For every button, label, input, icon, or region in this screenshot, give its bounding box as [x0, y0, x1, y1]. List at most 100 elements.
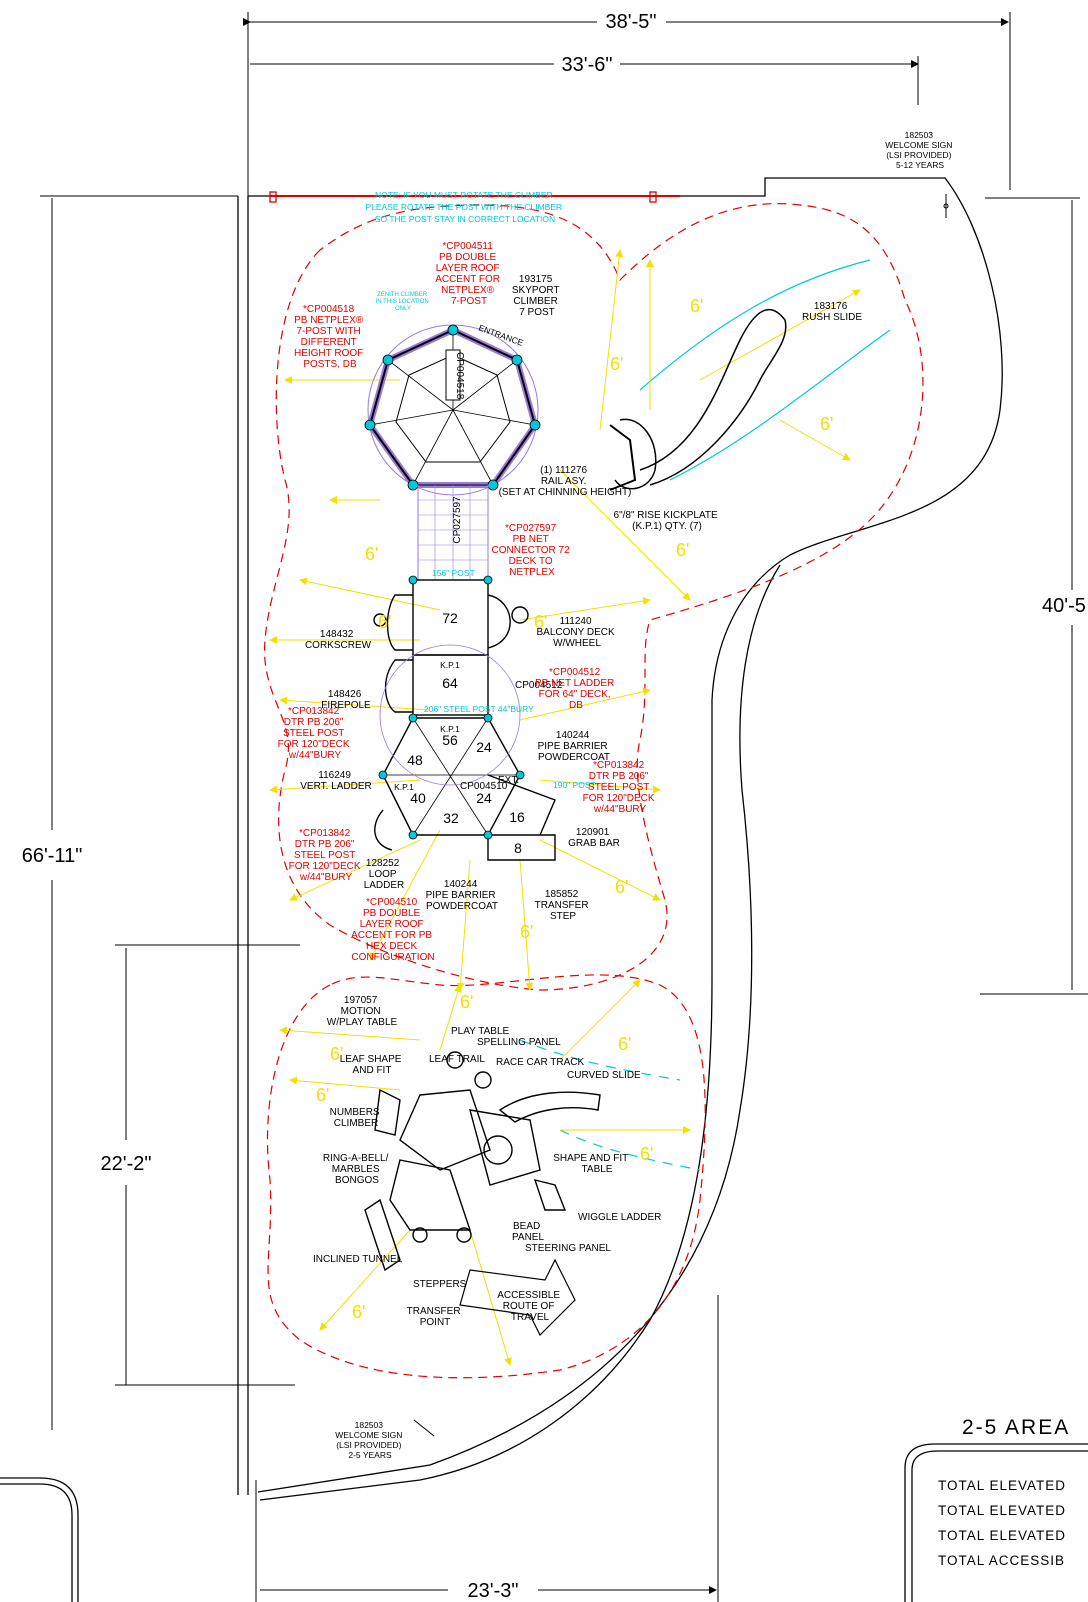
- dim-top-inner: 33'-6": [562, 54, 613, 76]
- label-numbers-climber: NUMBERS CLIMBER: [330, 1107, 383, 1129]
- dimension-labels: 38'-5" 33'-6" 66'-11" 22'-2" 23'-3" 40'-…: [22, 11, 1086, 1602]
- kickplate-tag: K.P.1: [440, 660, 460, 670]
- post-190: 190" POST: [553, 780, 596, 790]
- area-title: 2-5 AREA: [962, 1416, 1070, 1439]
- welcome-sign-upper-label: 182503 WELCOME SIGN (LSI PROVIDED) 5-12 …: [885, 130, 954, 170]
- label-steering-panel: STEERING PANEL: [525, 1243, 611, 1254]
- red-notes: *CP004511 PB DOUBLE LAYER ROOF ACCENT FO…: [278, 241, 658, 963]
- label-rail-asy: (1) 111276 RAIL ASY. (SET AT CHINNING HE…: [499, 465, 632, 498]
- label-skyport: 193175 SKYPORT CLIMBER 7 POST: [512, 274, 562, 318]
- clearance-6ft: 6': [460, 992, 473, 1012]
- label-firepole: 148426 FIREPOLE: [321, 689, 371, 711]
- label-balcony-deck: 111240 BALCONY DECK W/WHEEL: [537, 616, 618, 649]
- label-curved-slide: CURVED SLIDE: [567, 1070, 641, 1081]
- label-leaf-shape: LEAF SHAPE AND FIT: [340, 1054, 404, 1076]
- label-ring-a-bell: RING-A-BELL/ MARBLES BONGOS: [323, 1153, 391, 1186]
- label-vert-ladder: 116249 VERT. LADDER: [300, 770, 372, 792]
- label-bead-panel: BEAD PANEL: [512, 1221, 544, 1243]
- note-cp004511: *CP004511 PB DOUBLE LAYER ROOF ACCENT FO…: [435, 241, 503, 307]
- component-labels: 193175 SKYPORT CLIMBER 7 POST 183176 RUS…: [300, 274, 862, 922]
- dimension-lines: [40, 12, 1088, 1602]
- site-boundary: [0, 177, 1088, 1602]
- deck-64: 64: [442, 675, 458, 691]
- label-pipe-barrier-right: 140244 PIPE BARRIER POWDERCOAT: [538, 730, 611, 763]
- note-rotate-climber: NOTE: IF YOU MUST ROTATE THE CLIMBER PLE…: [365, 190, 564, 224]
- clearance-6ft: 6': [534, 612, 547, 632]
- dim-left-total: 66'-11": [22, 845, 83, 867]
- label-play-table: PLAY TABLE SPELLING PANEL: [451, 1026, 561, 1048]
- welcome-sign-lower: 182503 WELCOME SIGN (LSI PROVIDED) 2-5 Y…: [335, 1419, 435, 1460]
- cp-tag-netplex: CP004518: [454, 352, 465, 400]
- total-elevated-2: TOTAL ELEVATED: [938, 1503, 1066, 1518]
- dim-bottom: 23'-3": [468, 1580, 519, 1602]
- label-kickplate: 6"/8" RISE KICKPLATE (K.P.1) QTY. (7): [614, 510, 721, 532]
- use-zone-2-5: [266, 974, 706, 1379]
- deck-56: 56: [442, 732, 458, 748]
- ext-label: EXT.: [498, 775, 519, 786]
- clearance-6ft: 6': [676, 540, 689, 560]
- cp-tag-ladder: CP004512: [515, 680, 563, 691]
- clearance-6ft: 6': [615, 877, 628, 897]
- label-transfer-step: 185852 TRANSFER STEP: [535, 889, 592, 922]
- kickplate-tag: K.P.1: [440, 724, 460, 734]
- deck-24: 24: [476, 790, 492, 806]
- clearance-6ft: 6': [330, 1044, 343, 1064]
- label-inclined-tunnel: INCLINED TUNNEL: [313, 1254, 403, 1265]
- note-cp004518: *CP004518 PB NETPLEX® 7-POST WITH DIFFER…: [294, 304, 366, 370]
- cyan-slide-zone: [519, 259, 891, 1171]
- skyport-climber: CP004518: [364, 324, 541, 496]
- label-rush-slide: 183176 RUSH SLIDE: [802, 301, 862, 323]
- label-shape-fit-table: SHAPE AND FIT TABLE: [553, 1153, 631, 1175]
- tot-labels: 197057 MOTION W/PLAY TABLE PLAY TABLE SP…: [313, 995, 661, 1328]
- use-zones: [263, 203, 924, 1379]
- deck-24-ext: 24: [476, 739, 492, 755]
- note-cp004512: *CP004512 PB NET LADDER FOR 64" DECK, DB: [535, 667, 617, 711]
- label-wiggle-ladder: WIGGLE LADDER: [578, 1212, 661, 1223]
- dim-left-lower: 22'-2": [101, 1153, 152, 1175]
- deck-16: 16: [509, 809, 525, 825]
- note-cp013842-left-top: *CP013842 DTR PB 206" STEEL POST FOR 120…: [278, 706, 353, 761]
- label-motion-table: 197057 MOTION W/PLAY TABLE: [327, 995, 398, 1028]
- post-156: 156" POST: [432, 568, 475, 578]
- label-corkscrew: 148432 CORKSCREW: [305, 629, 372, 651]
- clearance-6ft: 6': [690, 296, 703, 316]
- clearance-arrows: [269, 249, 861, 1366]
- clearance-6ft: 6': [640, 1144, 653, 1164]
- cyan-annotations: NOTE: IF YOU MUST ROTATE THE CLIMBER PLE…: [365, 190, 595, 790]
- deck-heights: 72 64 56 48 24 40 32 24 16 8 K.P.1 K.P.1…: [394, 610, 563, 856]
- zenith-note: ZENITH CLIMBER IN THIS LOCATION ONLY: [376, 292, 431, 312]
- cp-tag-hex-roof: CP004510: [460, 781, 508, 792]
- clearance-6ft: 6': [820, 414, 833, 434]
- deck-72: 72: [442, 610, 458, 626]
- tot-structure: [364, 1051, 601, 1337]
- label-transfer-point: TRANSFER POINT: [407, 1306, 464, 1328]
- deck-posts: [378, 575, 525, 840]
- note-cp013842-right: *CP013842 DTR PB 206" STEEL POST FOR 120…: [583, 760, 658, 815]
- welcome-sign-lower-label: 182503 WELCOME SIGN (LSI PROVIDED) 2-5 Y…: [335, 1420, 404, 1460]
- note-cp004510: *CP004510 PB DOUBLE LAYER ROOF ACCENT FO…: [351, 897, 435, 963]
- dim-right: 40'-5: [1042, 595, 1086, 617]
- clearance-6ft: 6': [316, 1085, 329, 1105]
- deck-40: 40: [410, 790, 426, 806]
- area-legend: 2-5 AREA TOTAL ELEVATED TOTAL ELEVATED T…: [938, 1416, 1070, 1568]
- clearance-markers: 6' 6' 6' 6' 6' 6' 6' 6' 6' 6' 6' 6' 6' 6…: [316, 296, 833, 1322]
- rush-slide: [609, 308, 787, 491]
- use-zone-5-12: [263, 203, 924, 991]
- kickplate-tag: K.P.1: [394, 782, 414, 792]
- dim-top-outer: 38'-5": [606, 11, 657, 33]
- clearance-6ft: 6': [378, 612, 391, 632]
- note-cp013842-left-bottom: *CP013842 DTR PB 206" STEEL POST FOR 120…: [289, 828, 364, 883]
- deck-8: 8: [514, 840, 522, 856]
- clearance-6ft: 6': [520, 922, 533, 942]
- net-connector: CP027597: [417, 484, 489, 581]
- welcome-sign-upper: 182503 WELCOME SIGN (LSI PROVIDED) 5-12 …: [885, 130, 954, 218]
- label-leaf-trail: LEAF TRAIL: [429, 1054, 485, 1065]
- clearance-6ft: 6': [365, 544, 378, 564]
- clearance-6ft: 6': [610, 354, 623, 374]
- label-grab-bar: 120901 GRAB BAR: [568, 827, 620, 849]
- label-accessible-route: ACCESSIBLE ROUTE OF TRAVEL: [497, 1290, 563, 1323]
- label-steppers: STEPPERS: [413, 1279, 467, 1290]
- post-206: 206" STEEL POST 44"BURY: [424, 704, 534, 714]
- label-loop-ladder: 128252 LOOP LADDER: [364, 858, 405, 891]
